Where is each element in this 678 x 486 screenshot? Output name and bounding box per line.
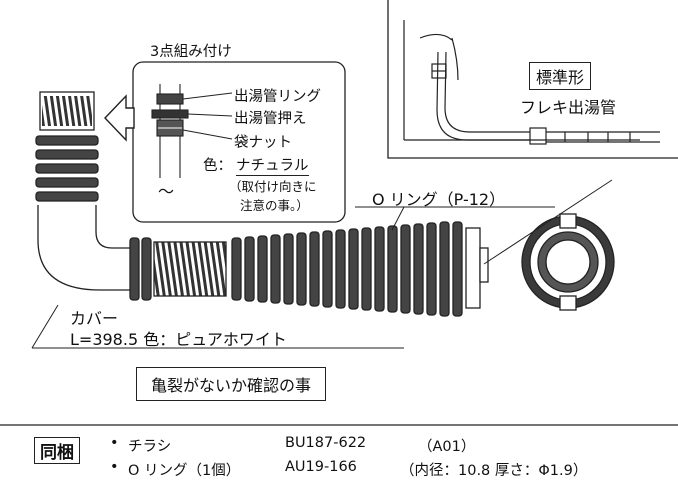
assembly-title: 3点組み付け — [150, 44, 232, 60]
inset-break-mark: ～ — [158, 182, 175, 201]
oring-label: O リング（P-12） — [372, 190, 506, 209]
included-item-bullet: • — [110, 459, 119, 475]
included-item-name: チラシ — [128, 439, 172, 455]
included-item-name: O リング（1個） — [128, 463, 241, 479]
inset-part-stack — [151, 84, 233, 178]
inset-note-line1: （取付け向きに — [229, 179, 317, 194]
included-item-code: AU19-166 — [285, 459, 357, 475]
inset-holder-label: 出湯管押え — [234, 111, 307, 127]
inset-box — [132, 61, 346, 223]
standard-detail-frame — [387, 0, 678, 159]
cover-horizontal — [129, 221, 489, 317]
inset-note-line2: 注意の事。） — [240, 198, 309, 213]
cover-name: カバー — [70, 309, 119, 328]
flex-pipe-label: フレキ出湯管 — [520, 98, 617, 117]
direction-arrow — [104, 94, 135, 142]
standard-type-label: 標準形 — [529, 62, 592, 90]
inset-color-prefix: 色： — [203, 158, 232, 174]
inset-ring-label: 出湯管リング — [234, 89, 321, 105]
included-item-bullet: • — [110, 435, 119, 451]
included-item-extra: （A01） — [418, 439, 476, 455]
oring-end-view — [521, 213, 615, 311]
cover-elbow — [35, 91, 132, 291]
inset-nut-label: 袋ナット — [234, 135, 292, 151]
cover-spec: L=398.5 色：ピュアホワイト — [70, 330, 287, 349]
inset-color-value: ナチュラル — [236, 154, 309, 176]
included-item-code: BU187-622 — [285, 435, 367, 451]
leader-lines — [31, 179, 613, 349]
included-item-extra: （内径：10.8 厚さ：Φ1.9） — [400, 463, 588, 479]
flex-pipe-detail — [403, 20, 660, 145]
caution-box: 亀裂がないか確認の事 — [136, 367, 327, 401]
included-title: 同梱 — [34, 437, 80, 464]
